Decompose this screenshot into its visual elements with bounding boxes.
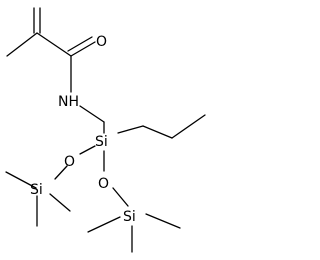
atom-oxygen-right: O (98, 176, 109, 192)
bond-tms-left-methyl-1 (5, 171, 37, 189)
bond-methyl (6, 32, 38, 57)
atom-oxygen-carbonyl: O (96, 34, 107, 50)
bond-tms-left-methyl-2 (49, 193, 71, 212)
bond-tms-right-methyl-1 (87, 216, 121, 233)
atom-silicon-center: Si (95, 134, 108, 150)
bond-tms-right-methyl-2 (145, 213, 181, 229)
bond-nitrogen-to-ch2 (79, 105, 105, 123)
bond-oxygen-right-to-silicon (112, 187, 129, 207)
bond-silicon-to-propyl (117, 125, 144, 134)
bond-oxygen-left-to-silicon (54, 165, 68, 180)
bond-carbonyl-double-a (70, 41, 96, 57)
atom-oxygen-left: O (64, 154, 75, 170)
atom-silicon-left: Si (30, 182, 43, 198)
bond-alpha-to-carbonyl (36, 32, 72, 57)
bond-lines (5, 7, 206, 253)
bond-propyl-2 (171, 114, 206, 139)
bond-carbonyl-double-b (67, 36, 93, 52)
atom-nitrogen-amide: NH (58, 94, 79, 110)
bond-silicon-to-oxygen-left (79, 145, 96, 155)
bond-propyl-1 (142, 125, 173, 139)
chemical-structure: O NH Si O O Si Si (5, 7, 206, 253)
atom-silicon-right: Si (123, 209, 136, 225)
atom-labels: O NH Si O O Si Si (30, 34, 136, 225)
